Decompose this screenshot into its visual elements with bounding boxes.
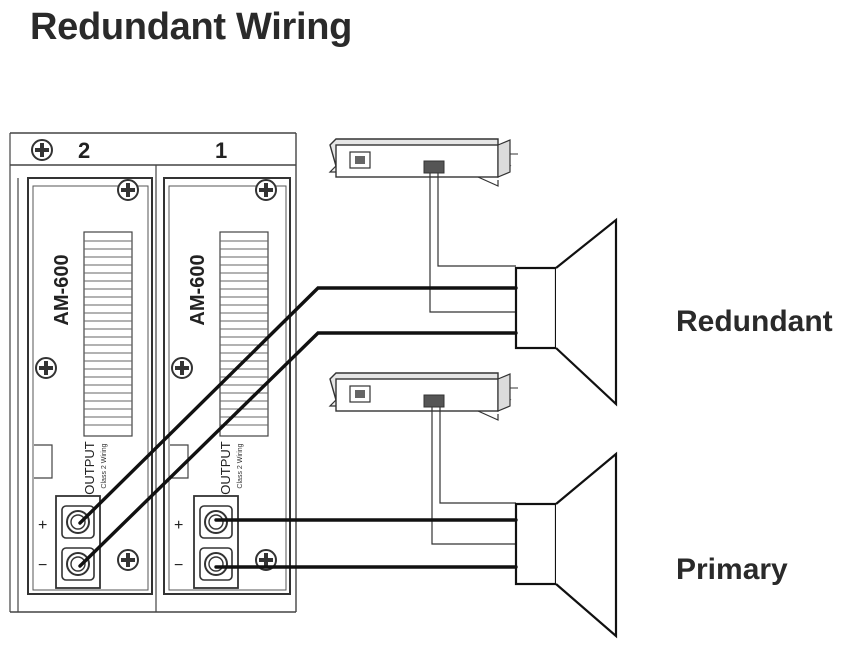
amplifier-module-1: AM-600 OUTPUT Class 2 Wiring + − <box>163 177 291 595</box>
module-1-model: AM-600 <box>187 254 209 325</box>
primary-label: Primary <box>676 553 788 586</box>
speaker-icon <box>514 451 618 639</box>
screw-icon <box>35 357 57 379</box>
screw-icon <box>31 139 53 161</box>
module-1-output-label: OUTPUT <box>218 441 233 495</box>
chassis <box>9 132 297 613</box>
speaker-wires <box>78 286 518 569</box>
module-2-plus: + <box>38 517 47 534</box>
terminal-block-icon <box>61 547 95 581</box>
supervision-device-icon <box>328 372 518 421</box>
screw-icon <box>255 179 277 201</box>
screw-icon <box>117 549 139 571</box>
module-1-plus: + <box>174 517 183 534</box>
slot-2-number: 2 <box>78 138 90 163</box>
module-1-minus: − <box>174 557 183 574</box>
supervision-device-icon <box>328 138 518 187</box>
terminal-block-icon <box>199 505 233 539</box>
redundant-label: Redundant <box>676 305 833 338</box>
amplifier-module-2: AM-600 OUTPUT Class 2 Wiring + − <box>27 177 153 595</box>
module-1-output-sub: Class 2 Wiring <box>237 443 244 488</box>
slot-1-number: 1 <box>215 138 227 163</box>
screw-icon <box>117 179 139 201</box>
terminal-block-icon <box>61 505 95 539</box>
page-title: Redundant Wiring <box>30 6 353 48</box>
module-2-output-label: OUTPUT <box>82 441 97 495</box>
module-2-minus: − <box>38 557 47 574</box>
terminal-block-icon <box>199 547 233 581</box>
module-2-model: AM-600 <box>51 254 73 325</box>
heatsink-vents <box>219 231 269 437</box>
supervision-wires <box>429 173 516 545</box>
speaker-icon <box>514 217 618 407</box>
heatsink-vents <box>83 231 133 437</box>
screw-icon <box>171 357 193 379</box>
module-2-output-sub: Class 2 Wiring <box>101 443 108 488</box>
